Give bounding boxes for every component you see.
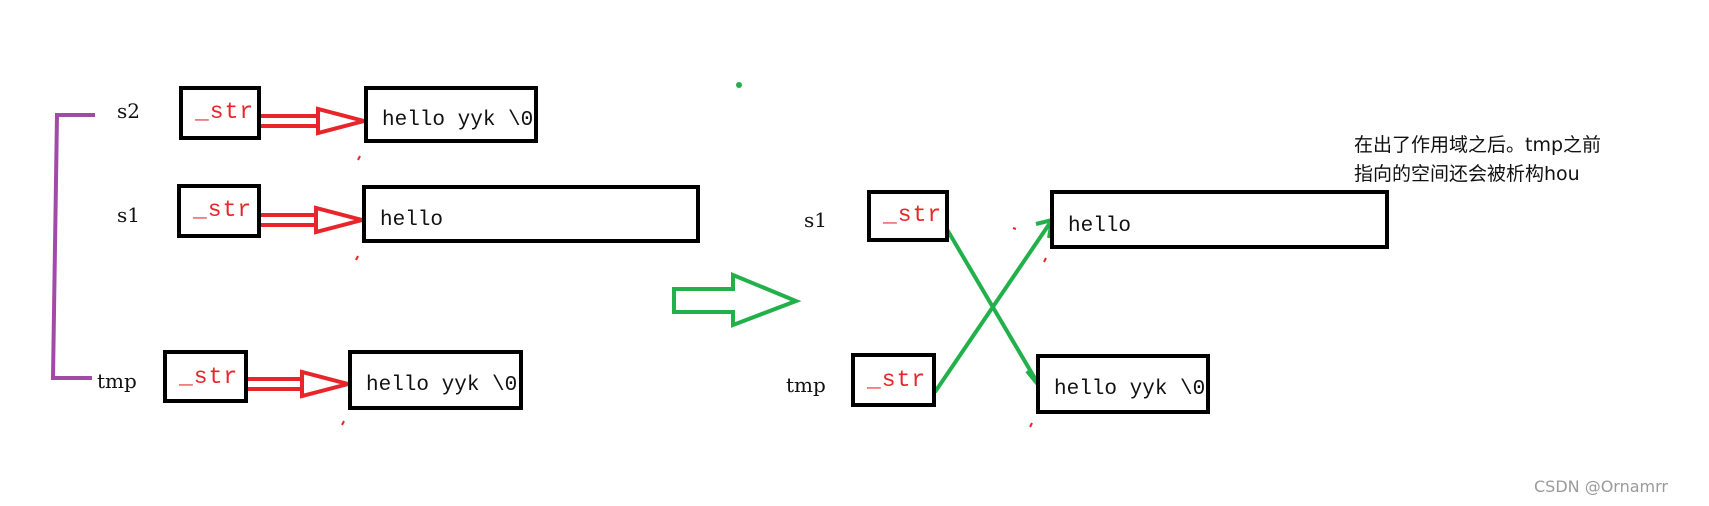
string-value-s2: hello yyk \0 bbox=[382, 109, 534, 132]
transition-arrow bbox=[672, 272, 802, 328]
purple-bracket bbox=[50, 113, 95, 380]
string-box-s2: hello yyk \0 bbox=[364, 86, 538, 143]
string-box-long-after: hello yyk \0 bbox=[1036, 354, 1210, 414]
label-tmp-after: tmp bbox=[786, 373, 826, 397]
arrow-tmp-to-string bbox=[242, 369, 356, 399]
pointer-box-tmp-after: _str bbox=[851, 353, 936, 407]
label-s1: s1 bbox=[117, 203, 140, 227]
pointer-label-s2: _str bbox=[195, 99, 255, 125]
annotation-note: 在出了作用域之后。tmp之前 指向的空间还会被析构hou bbox=[1354, 131, 1601, 189]
string-box-hello-after: hello bbox=[1050, 190, 1389, 249]
annotation-line-2: 指向的空间还会被析构hou bbox=[1354, 163, 1580, 185]
pointer-label-tmp: _str bbox=[179, 364, 239, 390]
swap-arrows bbox=[933, 217, 1055, 394]
watermark: CSDN @Ornamrr bbox=[1534, 477, 1668, 496]
pointer-label-tmp-after: _str bbox=[867, 367, 927, 393]
arrow-tmp-to-hello bbox=[933, 218, 1054, 394]
pointer-box-s1: _str bbox=[177, 184, 261, 238]
label-tmp: tmp bbox=[97, 369, 137, 393]
string-value-hello-after: hello bbox=[1068, 215, 1132, 238]
string-value-s1: hello bbox=[380, 209, 444, 232]
annotation-line-1: 在出了作用域之后。tmp之前 bbox=[1354, 134, 1602, 156]
label-s1-after: s1 bbox=[804, 208, 827, 232]
green-dot bbox=[736, 82, 742, 88]
pointer-box-s2: _str bbox=[179, 86, 261, 140]
string-value-tmp: hello yyk \0 bbox=[366, 374, 518, 397]
pointer-label-s1-after: _str bbox=[883, 202, 943, 228]
string-value-long-after: hello yyk \0 bbox=[1054, 378, 1206, 401]
pointer-box-s1-after: _str bbox=[867, 190, 949, 242]
pointer-label-s1: _str bbox=[193, 197, 253, 223]
string-box-s1: hello bbox=[362, 185, 700, 243]
stray-marks bbox=[341, 155, 1047, 428]
string-box-tmp: hello yyk \0 bbox=[348, 350, 523, 410]
label-s2: s2 bbox=[117, 99, 140, 123]
arrow-s2-to-string bbox=[258, 106, 372, 136]
arrow-s1-to-string bbox=[256, 205, 370, 235]
pointer-box-tmp: _str bbox=[163, 350, 248, 403]
